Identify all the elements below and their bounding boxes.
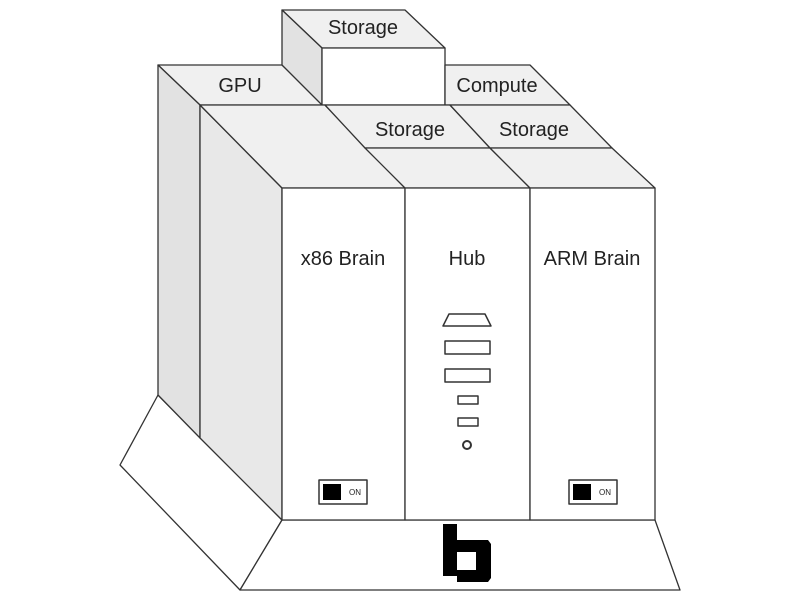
x86-brain-panel: x86 Brain ON xyxy=(281,187,406,521)
x86-panel-face xyxy=(281,187,406,521)
storage-top-label: Storage xyxy=(328,17,398,39)
hub-label: Hub xyxy=(449,248,486,270)
hub-port-2 xyxy=(457,417,479,427)
hub-led-indicator xyxy=(462,440,472,450)
base-stand xyxy=(119,394,681,591)
arm-switch-label: ON xyxy=(599,488,611,497)
gpu-side-face xyxy=(157,64,201,439)
arm-brain-panel: ARM Brain ON xyxy=(529,187,656,521)
storage-top-module: Storage xyxy=(281,9,446,106)
arm-panel-face xyxy=(529,187,656,521)
compute-label: Compute xyxy=(456,75,537,97)
storage-top-front xyxy=(321,47,446,106)
top-shelf: Storage Storage xyxy=(199,104,656,189)
x86-power-switch[interactable]: ON xyxy=(318,479,368,505)
hub-drive-slot-2 xyxy=(444,368,491,383)
storage-left-label: Storage xyxy=(375,119,445,141)
logo-b-icon xyxy=(443,524,491,582)
compute-module: Compute xyxy=(444,64,571,106)
arm-brain-label: ARM Brain xyxy=(544,248,641,270)
x86-switch-knob xyxy=(323,484,341,500)
storage-right-label: Storage xyxy=(499,119,569,141)
gpu-label: GPU xyxy=(218,75,261,97)
x86-switch-label: ON xyxy=(349,488,361,497)
x86-brain-label: x86 Brain xyxy=(301,248,386,270)
hub-panel: Hub xyxy=(404,187,531,521)
arm-switch-knob xyxy=(573,484,591,500)
hub-port-1 xyxy=(457,395,479,405)
hub-drive-slot-1 xyxy=(444,340,491,355)
gpu-module: GPU xyxy=(157,64,326,439)
arm-power-switch[interactable]: ON xyxy=(568,479,618,505)
hub-eject-icon xyxy=(442,313,492,327)
